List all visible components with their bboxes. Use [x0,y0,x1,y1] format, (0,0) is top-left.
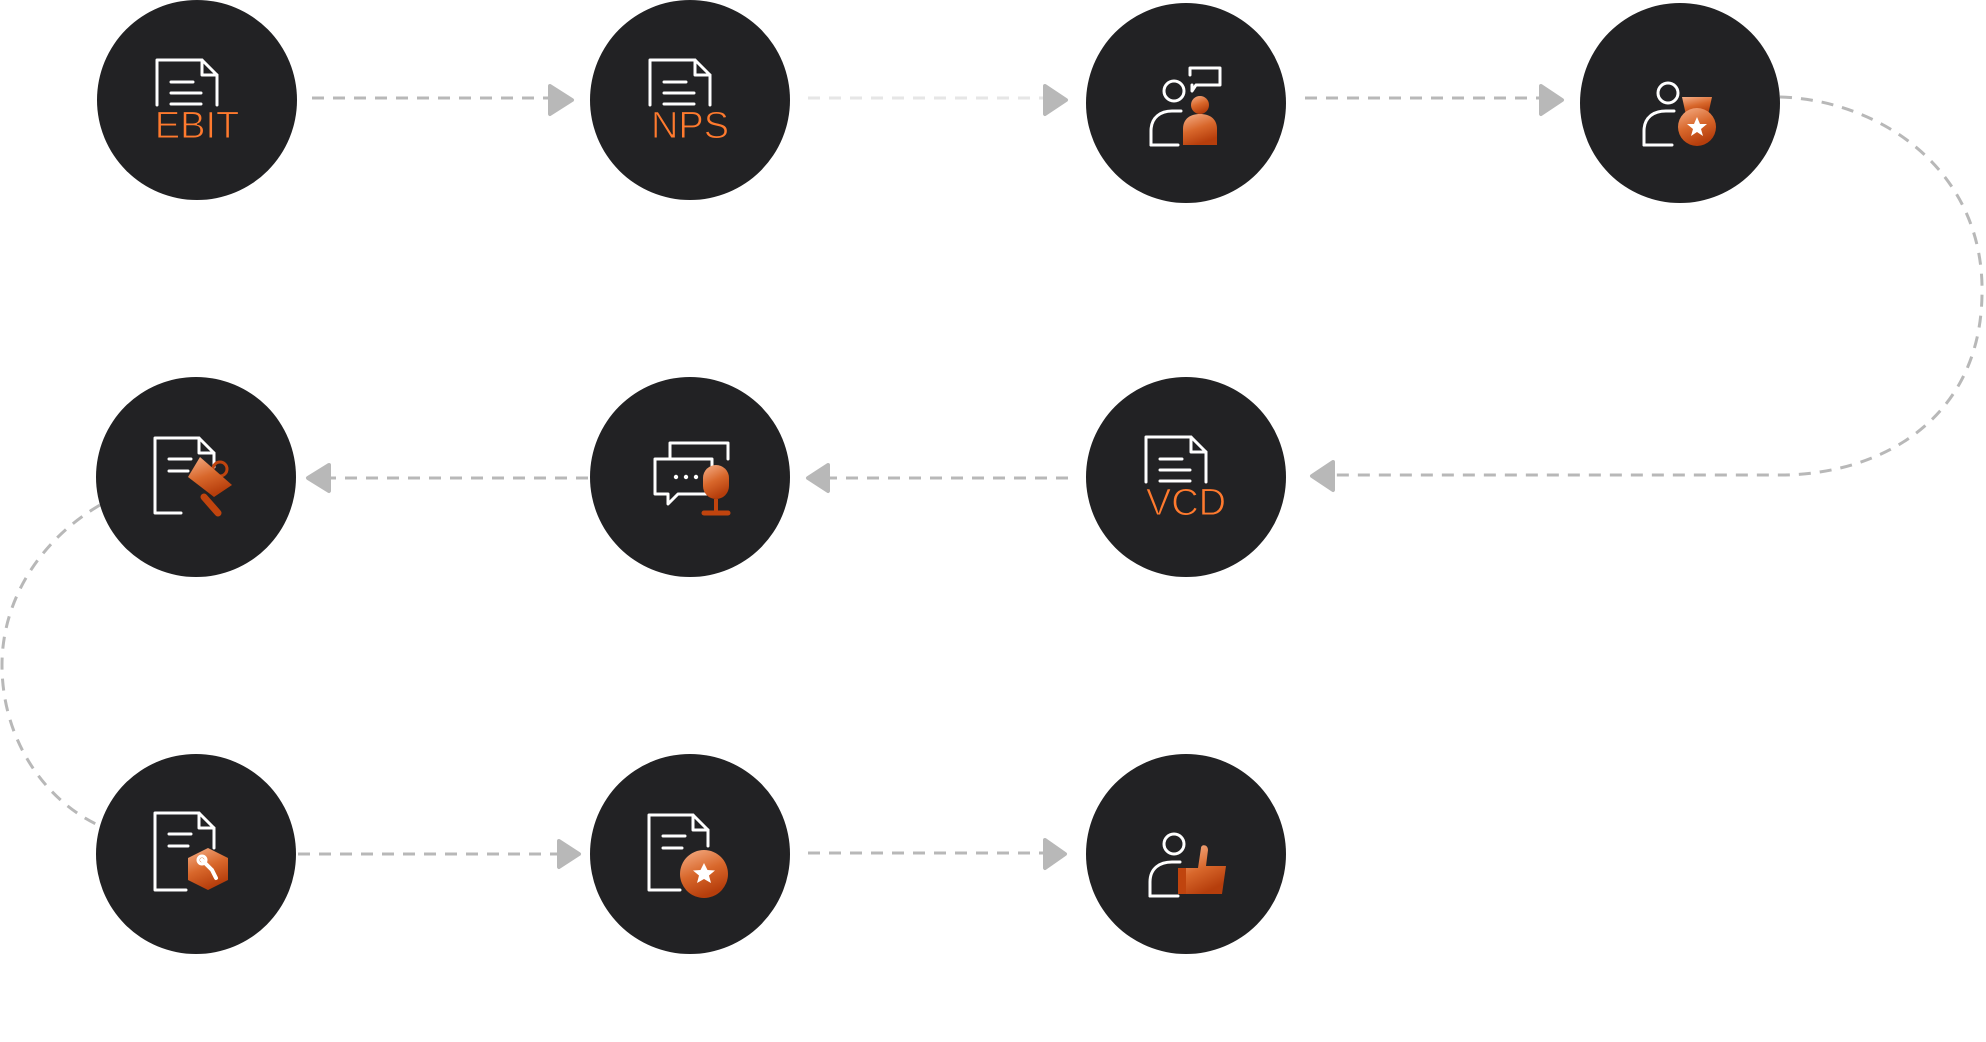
node-label: EBIT [155,105,239,147]
user-thumbs-up-icon [1148,832,1226,898]
document-wrench-icon [153,811,228,892]
connectors [0,84,1984,870]
node-users-chat[interactable] [1086,3,1286,203]
node-circle [1086,3,1286,203]
node-circle [590,754,790,954]
document-icon [155,58,219,107]
node-circle [590,0,790,200]
arrow-left-icon [806,463,830,493]
document-star-icon [647,813,728,898]
chat-microphone-icon [653,441,731,516]
document-megaphone-icon [153,436,232,517]
node-label: NPS [651,105,729,147]
node-circle [97,0,297,200]
arrow-left-icon [306,463,331,493]
arrow-left-icon [1310,460,1335,492]
connector-n6-n7 [306,463,588,493]
node-nps[interactable]: NPS [590,0,790,200]
arrow-right-icon [548,84,574,116]
connector-n8-n9 [298,839,581,869]
arrow-right-icon [1539,84,1564,116]
node-document-star[interactable] [590,754,790,954]
user-medal-icon [1642,81,1716,147]
connector-n3-n4 [1305,84,1564,116]
connector-n5-n6 [806,463,1068,493]
arrow-right-icon [1043,84,1068,116]
node-vcd[interactable]: VCD [1086,377,1286,577]
connector-n4-n5 [1310,95,1984,492]
arrow-right-icon [557,839,581,869]
connector-n7-n8 [0,503,101,827]
arrow-right-icon [1043,838,1067,870]
node-document-megaphone[interactable] [96,377,296,577]
node-circle [590,377,790,577]
node-ebit[interactable]: EBIT [97,0,297,200]
node-circle [1086,377,1286,577]
nodes: EBIT NPS [96,0,1780,954]
connector-n9-n10 [808,838,1067,870]
connector-n2-n3 [808,84,1068,116]
node-chat-microphone[interactable] [590,377,790,577]
node-document-wrench[interactable] [96,754,296,954]
users-chat-icon [1149,66,1222,147]
node-circle [1086,754,1286,954]
node-label: VCD [1146,482,1226,524]
connector-n1-n2 [312,84,574,116]
document-icon [648,58,712,107]
node-user-medal[interactable] [1580,3,1780,203]
document-icon [1144,435,1208,484]
node-user-thumbs-up[interactable] [1086,754,1286,954]
node-circle [1580,3,1780,203]
